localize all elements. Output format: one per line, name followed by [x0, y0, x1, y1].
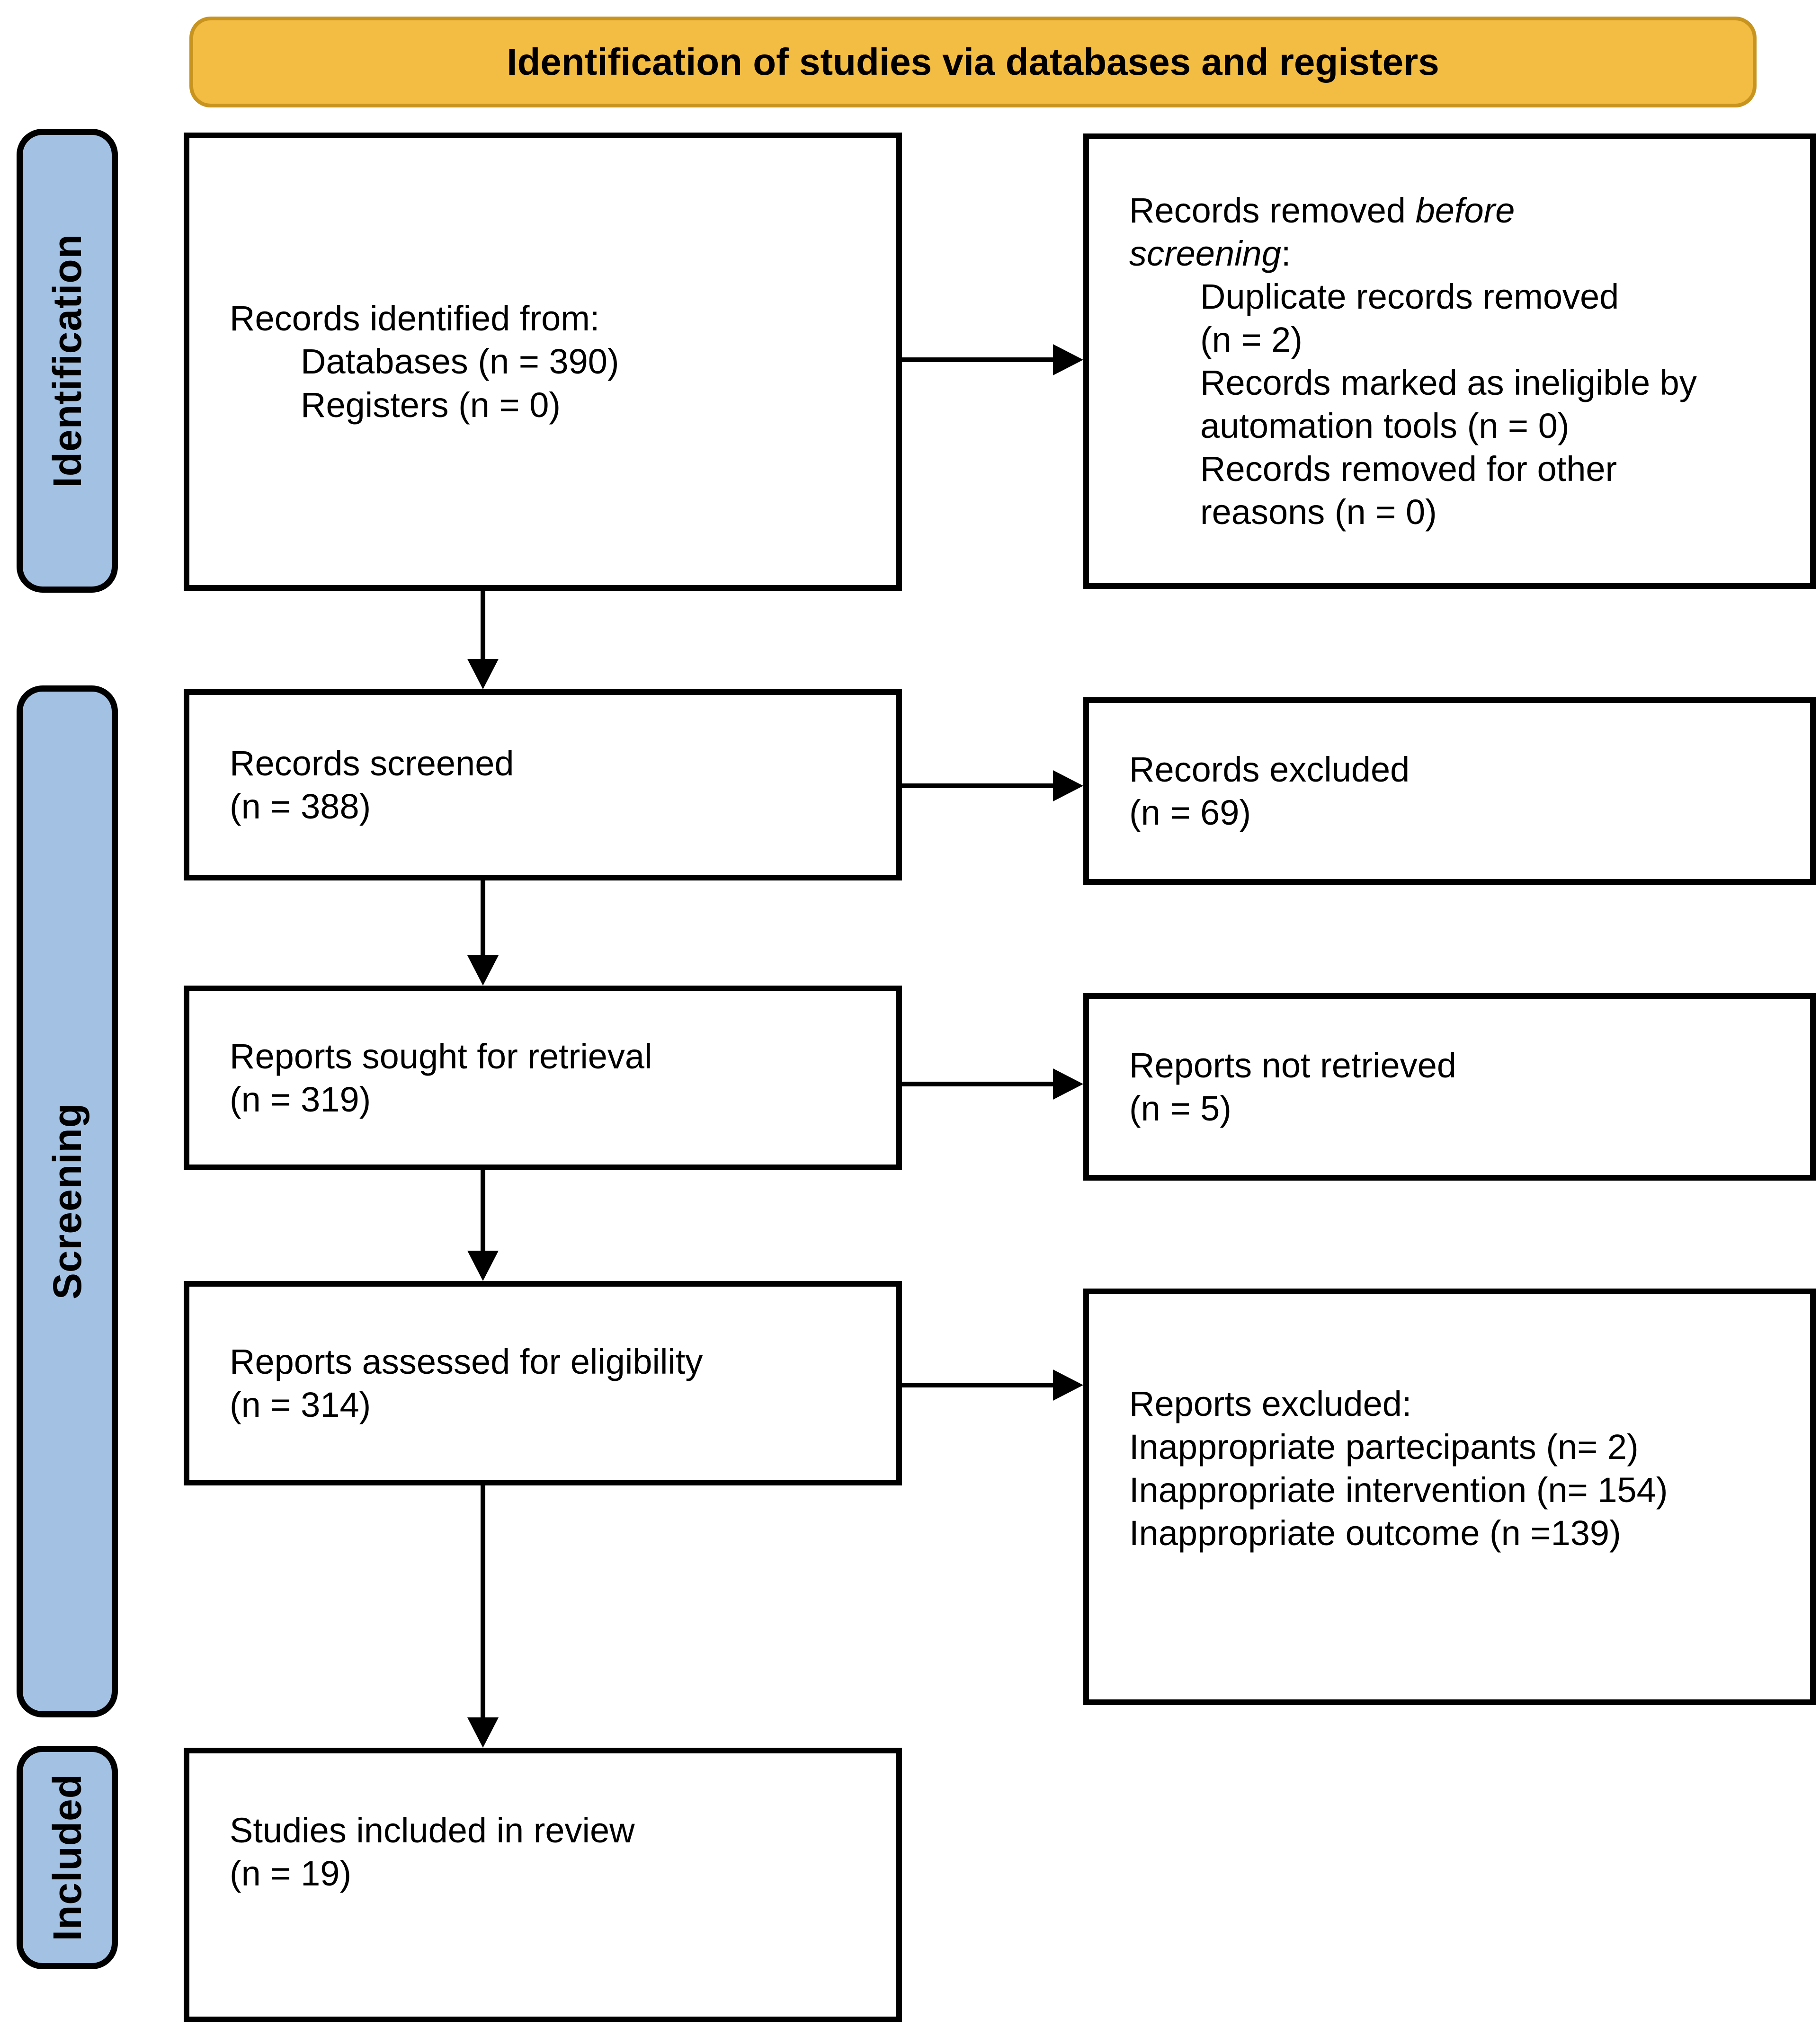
box-reports-excluded-items: Inappropriate partecipants (n= 2)Inappro…: [1129, 1425, 1784, 1555]
stage-label-included-text: Included: [45, 1774, 89, 1941]
arrow-down-icon: [467, 659, 499, 689]
arrow-down-icon: [467, 955, 499, 986]
list-line: Inappropriate outcome (n =139): [1129, 1513, 1621, 1553]
box-records-removed-label: Records removed before screening:: [1129, 190, 1515, 273]
banner-title-text: Identification of studies via databases …: [507, 41, 1439, 83]
list-line: Inappropriate partecipants (n= 2): [1129, 1427, 1639, 1467]
list-line: Duplicate records removed (n = 2): [1200, 276, 1619, 359]
arrow-sought-to-assessed-line: [481, 1169, 485, 1252]
box-records-identified: Records identified from: Databases (n = …: [184, 133, 902, 591]
box-records-excluded: Records excluded (n = 69): [1083, 697, 1816, 885]
arrow-right-icon: [1053, 1369, 1083, 1401]
box-reports-assessed: Reports assessed for eligibility (n = 31…: [184, 1281, 902, 1485]
box-reports-not-retrieved-text: Reports not retrieved (n = 5): [1129, 1045, 1457, 1128]
list-line: Registers (n = 0): [301, 385, 561, 425]
list-line: Inappropriate intervention (n= 154): [1129, 1470, 1668, 1510]
list-line: Records removed for other reasons (n = 0…: [1200, 449, 1617, 532]
arrow-identified-to-screened-line: [481, 589, 485, 660]
box-reports-excluded-label: Reports excluded:: [1129, 1384, 1412, 1423]
stage-label-included: Included: [17, 1746, 118, 1969]
banner-title: Identification of studies via databases …: [189, 17, 1757, 107]
arrow-assessed-to-excluded-line: [901, 1383, 1054, 1387]
arrow-sought-to-notretrieved-line: [901, 1082, 1054, 1086]
box-records-removed-items: Duplicate records removed (n = 2)Records…: [1129, 275, 1784, 533]
box-records-screened: Records screened (n = 388): [184, 689, 902, 880]
arrow-screened-to-sought-line: [481, 880, 485, 956]
arrow-screened-to-excluded-line: [901, 783, 1054, 788]
box-studies-included-text: Studies included in review (n = 19): [230, 1810, 635, 1893]
box-reports-not-retrieved: Reports not retrieved (n = 5): [1083, 993, 1816, 1181]
stage-label-screening: Screening: [17, 685, 118, 1717]
list-line: Databases (n = 390): [301, 342, 619, 382]
arrow-right-icon: [1053, 1068, 1083, 1100]
arrow-down-icon: [467, 1717, 499, 1748]
box-records-identified-label: Records identified from:: [230, 299, 600, 338]
arrow-right-icon: [1053, 770, 1083, 801]
stage-label-identification: Identification: [17, 129, 118, 593]
list-line: Records marked as ineligible by automati…: [1200, 363, 1697, 446]
box-records-identified-items: Databases (n = 390)Registers (n = 0): [230, 340, 870, 426]
arrow-assessed-to-included-line: [481, 1485, 485, 1718]
stage-label-screening-text: Screening: [45, 1103, 89, 1300]
box-reports-sought-text: Reports sought for retrieval (n = 319): [230, 1036, 652, 1119]
box-records-screened-text: Records screened (n = 388): [230, 743, 514, 826]
box-reports-sought: Reports sought for retrieval (n = 319): [184, 986, 902, 1170]
stage-label-identification-text: Identification: [45, 233, 89, 488]
box-reports-assessed-text: Reports assessed for eligibility (n = 31…: [230, 1342, 703, 1424]
arrow-identified-to-removed-line: [901, 357, 1054, 362]
box-records-excluded-text: Records excluded (n = 69): [1129, 749, 1410, 832]
box-records-removed: Records removed before screening: Duplic…: [1083, 133, 1816, 589]
box-studies-included: Studies included in review (n = 19): [184, 1748, 902, 2022]
arrow-right-icon: [1053, 344, 1083, 375]
arrow-down-icon: [467, 1251, 499, 1281]
box-reports-excluded: Reports excluded: Inappropriate partecip…: [1083, 1289, 1816, 1705]
